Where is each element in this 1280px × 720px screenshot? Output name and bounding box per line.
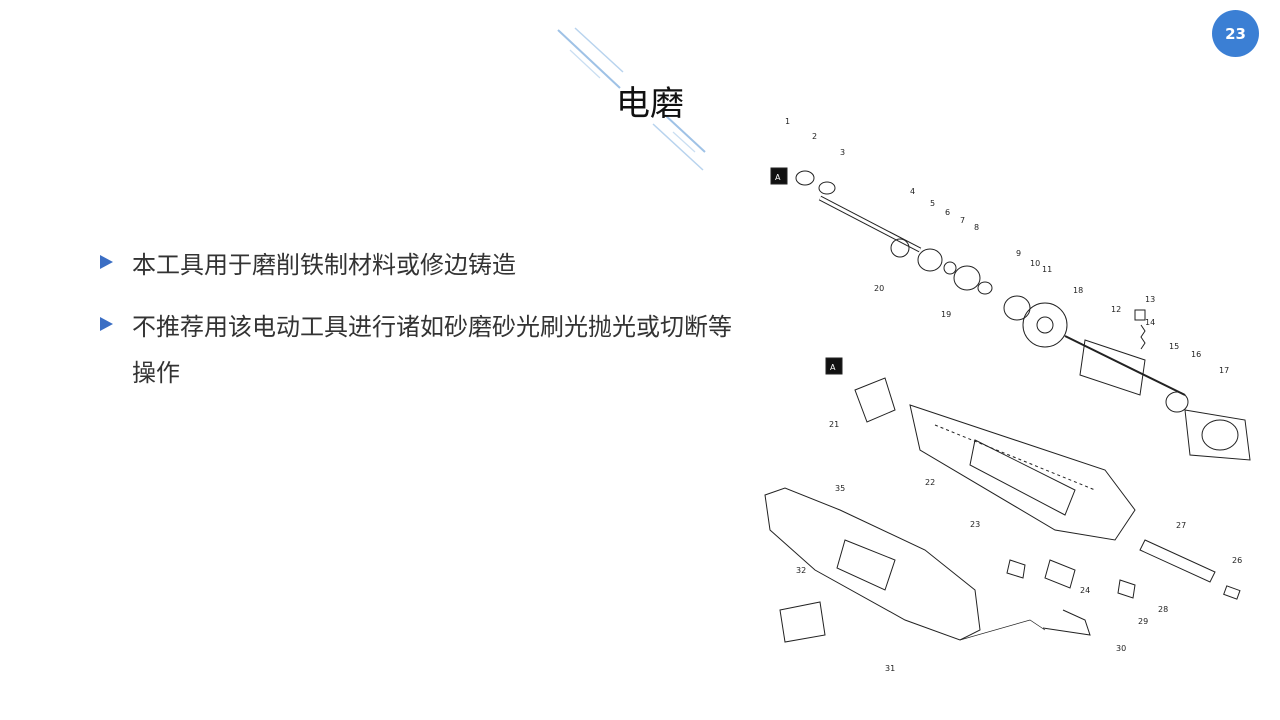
bullet-item: 不推荐用该电动工具进行诸如砂磨砂光刷光抛光或切断等操作: [100, 304, 740, 396]
section-marker-label: A: [775, 173, 781, 182]
slide-title: 电磨: [616, 84, 684, 124]
part-label: 16: [1191, 350, 1201, 359]
page-number-badge: 23: [1212, 10, 1259, 57]
part-label: 1: [785, 117, 790, 126]
section-marker-box: [825, 357, 843, 375]
bullet-list: 本工具用于磨削铁制材料或修边铸造 不推荐用该电动工具进行诸如砂磨砂光刷光抛光或切…: [100, 242, 740, 412]
part-label: 32: [796, 566, 806, 575]
triangle-bullet-icon: [100, 317, 113, 331]
part-label: 3: [840, 148, 845, 157]
part-label: 10: [1030, 259, 1040, 268]
part-label: 9: [1016, 249, 1021, 258]
part-label: 30: [1116, 644, 1126, 653]
part-label: 8: [974, 223, 979, 232]
part-label: 31: [885, 664, 895, 673]
part-label: 24: [1080, 586, 1090, 595]
bullet-text: 不推荐用该电动工具进行诸如砂磨砂光刷光抛光或切断等操作: [132, 313, 732, 387]
part-label: 23: [970, 520, 980, 529]
part-label: 2: [812, 132, 817, 141]
part-label: 15: [1169, 342, 1179, 351]
part-label: 19: [941, 310, 951, 319]
part-label: 21: [829, 420, 839, 429]
bullet-item: 本工具用于磨削铁制材料或修边铸造: [100, 242, 740, 288]
decorative-lines: [557, 27, 706, 171]
part-label: 28: [1158, 605, 1168, 614]
part-label: 4: [910, 187, 915, 196]
part-label: 7: [960, 216, 965, 225]
part-label: 20: [874, 284, 884, 293]
part-label: 11: [1042, 265, 1052, 274]
part-label: 18: [1073, 286, 1083, 295]
bullet-text: 本工具用于磨削铁制材料或修边铸造: [132, 251, 516, 279]
part-label: 6: [945, 208, 950, 217]
exploded-parts-diagram: A A 1 2 3 4 5 6 7 8 9 10 11 12 13 14 15 …: [764, 117, 1251, 673]
part-label: 22: [925, 478, 935, 487]
part-label: 14: [1145, 318, 1155, 327]
part-label: 35: [835, 484, 845, 493]
part-label: 12: [1111, 305, 1121, 314]
triangle-bullet-icon: [100, 255, 113, 269]
section-marker-box: [770, 167, 788, 185]
part-label: 27: [1176, 521, 1186, 530]
part-label: 5: [930, 199, 935, 208]
part-label: 26: [1232, 556, 1242, 565]
section-marker-label: A: [830, 363, 836, 372]
part-label: 29: [1138, 617, 1148, 626]
part-label: 13: [1145, 295, 1155, 304]
part-label: 17: [1219, 366, 1229, 375]
